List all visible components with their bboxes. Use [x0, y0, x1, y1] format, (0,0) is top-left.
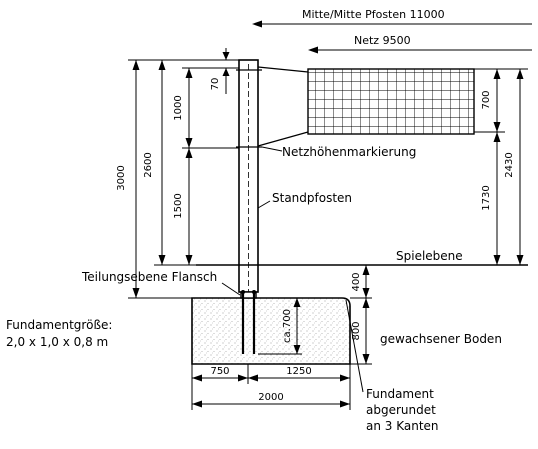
foundation-note-3: an 3 Kanten: [366, 419, 439, 433]
natural-ground-label: gewachsener Boden: [380, 332, 502, 346]
right-dimension-lines: [474, 68, 528, 265]
anchor-dimension: [258, 298, 302, 355]
foundation-depth-arrows: [362, 265, 370, 364]
center-center-label: Mitte/Mitte Pfosten 11000: [302, 8, 445, 21]
foundation-depth-dimension: [350, 265, 372, 365]
dim-1500: 1500: [173, 193, 184, 218]
foundation-width-arrows: [192, 374, 350, 408]
dim-1000: 1000: [173, 95, 184, 120]
foundation-size-value: 2,0 x 1,0 x 0,8 m: [6, 335, 108, 349]
right-dimension-arrows: [493, 69, 524, 265]
dim-400: 400: [351, 272, 362, 291]
left-dimension-arrows: [132, 52, 230, 298]
foundation-note-2: abgerundet: [366, 403, 436, 417]
foundation-size-title: Fundamentgröße:: [6, 318, 112, 332]
rounded-edge-leader: [345, 299, 364, 393]
net-marking-leader: [261, 146, 283, 152]
net-length-label: Netz 9500: [354, 34, 411, 47]
net-length-dimension: Netz 9500: [308, 34, 532, 54]
dim-anchor: ca.700: [282, 309, 293, 343]
dim-700: 700: [481, 90, 492, 109]
center-center-dimension: Mitte/Mitte Pfosten 11000: [252, 8, 532, 28]
dim-2430: 2430: [504, 152, 515, 177]
play-level-label: Spielebene: [396, 249, 463, 263]
foundation-note-1: Fundament: [366, 387, 434, 401]
net: [257, 66, 475, 147]
dim-1730: 1730: [481, 185, 492, 210]
dim-800: 800: [351, 321, 362, 340]
dim-70: 70: [210, 78, 221, 91]
dim-2600: 2600: [143, 152, 154, 177]
dim-750: 750: [210, 366, 229, 377]
post-leader: [257, 200, 271, 209]
net-height-marking-label: Netzhöhenmarkierung: [282, 145, 416, 159]
foundation-width-dimensions: [191, 364, 351, 410]
dim-3000: 3000: [116, 165, 127, 190]
dim-1250: 1250: [286, 366, 311, 377]
standing-post-label: Standpfosten: [272, 191, 352, 205]
flange-leader: [221, 282, 241, 296]
foundation: [191, 290, 351, 365]
dim-2000: 2000: [258, 392, 283, 403]
flange-label: Teilungsebene Flansch: [81, 270, 217, 284]
standing-post: [236, 59, 262, 293]
